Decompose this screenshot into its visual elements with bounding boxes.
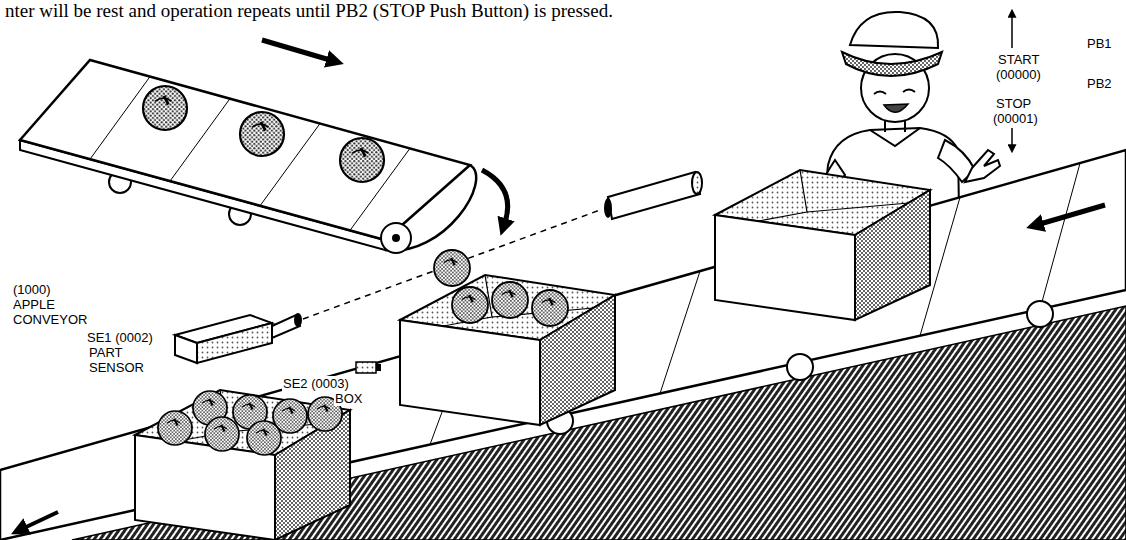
button-name: PB2 xyxy=(1086,76,1113,91)
drop-arrow xyxy=(482,170,508,222)
sensor-label: PART xyxy=(88,345,123,360)
receiver-lens xyxy=(604,198,612,218)
part-sensor xyxy=(175,172,702,363)
apple xyxy=(492,282,528,318)
filling-box xyxy=(400,275,615,425)
sensor-body xyxy=(356,362,376,373)
belt-end xyxy=(385,165,476,251)
empty-box xyxy=(715,170,930,320)
box-conveyor xyxy=(0,150,1126,540)
sensor-label: SENSOR xyxy=(88,360,145,375)
worker-collar xyxy=(870,128,920,146)
falling-apple xyxy=(434,250,470,286)
full-box xyxy=(135,390,350,540)
instruction-text: nter will be rest and operation repeats … xyxy=(4,0,614,22)
box-sensor xyxy=(356,362,381,373)
worker-eyes xyxy=(874,90,915,95)
receiver-body xyxy=(608,172,700,219)
sensor-lens xyxy=(294,313,302,327)
direction-arrow xyxy=(262,40,330,60)
address-label: (1000) xyxy=(12,282,52,297)
apple xyxy=(340,138,384,182)
direction-arrow xyxy=(1040,205,1105,224)
device-label: APPLE xyxy=(12,297,56,312)
sensor-label: BOX xyxy=(334,391,363,406)
receiver-end xyxy=(692,172,702,194)
apple-conveyor xyxy=(20,40,508,253)
start-arrow xyxy=(1011,16,1013,48)
apple xyxy=(143,86,187,130)
address-label: (00000) xyxy=(995,67,1042,82)
end-roller xyxy=(381,223,411,253)
sensor-label: SE1 (0002) xyxy=(86,330,154,345)
sensor-label: SE2 (0003) xyxy=(282,376,350,391)
apple xyxy=(240,112,284,156)
button-label: STOP xyxy=(995,96,1032,111)
stop-arrow xyxy=(1011,128,1013,146)
worker-cap xyxy=(850,12,938,48)
button-name: PB1 xyxy=(1086,36,1113,51)
sensor-beam xyxy=(303,210,600,319)
device-label: CONVEYOR xyxy=(12,312,88,327)
apple xyxy=(452,287,488,323)
apple xyxy=(247,421,281,455)
cap-band xyxy=(842,52,942,76)
sensor-body-front xyxy=(175,335,197,363)
apple xyxy=(158,411,192,445)
sensor-lens xyxy=(376,364,381,371)
direction-arrow xyxy=(24,512,58,528)
worker-hand xyxy=(965,150,1000,182)
belt-surface xyxy=(0,150,1126,540)
worker-mouth xyxy=(884,104,908,112)
conveyor-roller xyxy=(1027,301,1053,327)
sensor-body-side xyxy=(197,323,272,363)
address-label: (00001) xyxy=(992,111,1039,126)
belt-slats xyxy=(90,77,410,231)
belt-surface xyxy=(20,60,470,240)
apple xyxy=(532,290,568,326)
apple xyxy=(205,417,239,451)
conveyor-roller xyxy=(787,354,813,380)
button-label: START xyxy=(997,52,1040,67)
roller-axle xyxy=(392,234,400,242)
